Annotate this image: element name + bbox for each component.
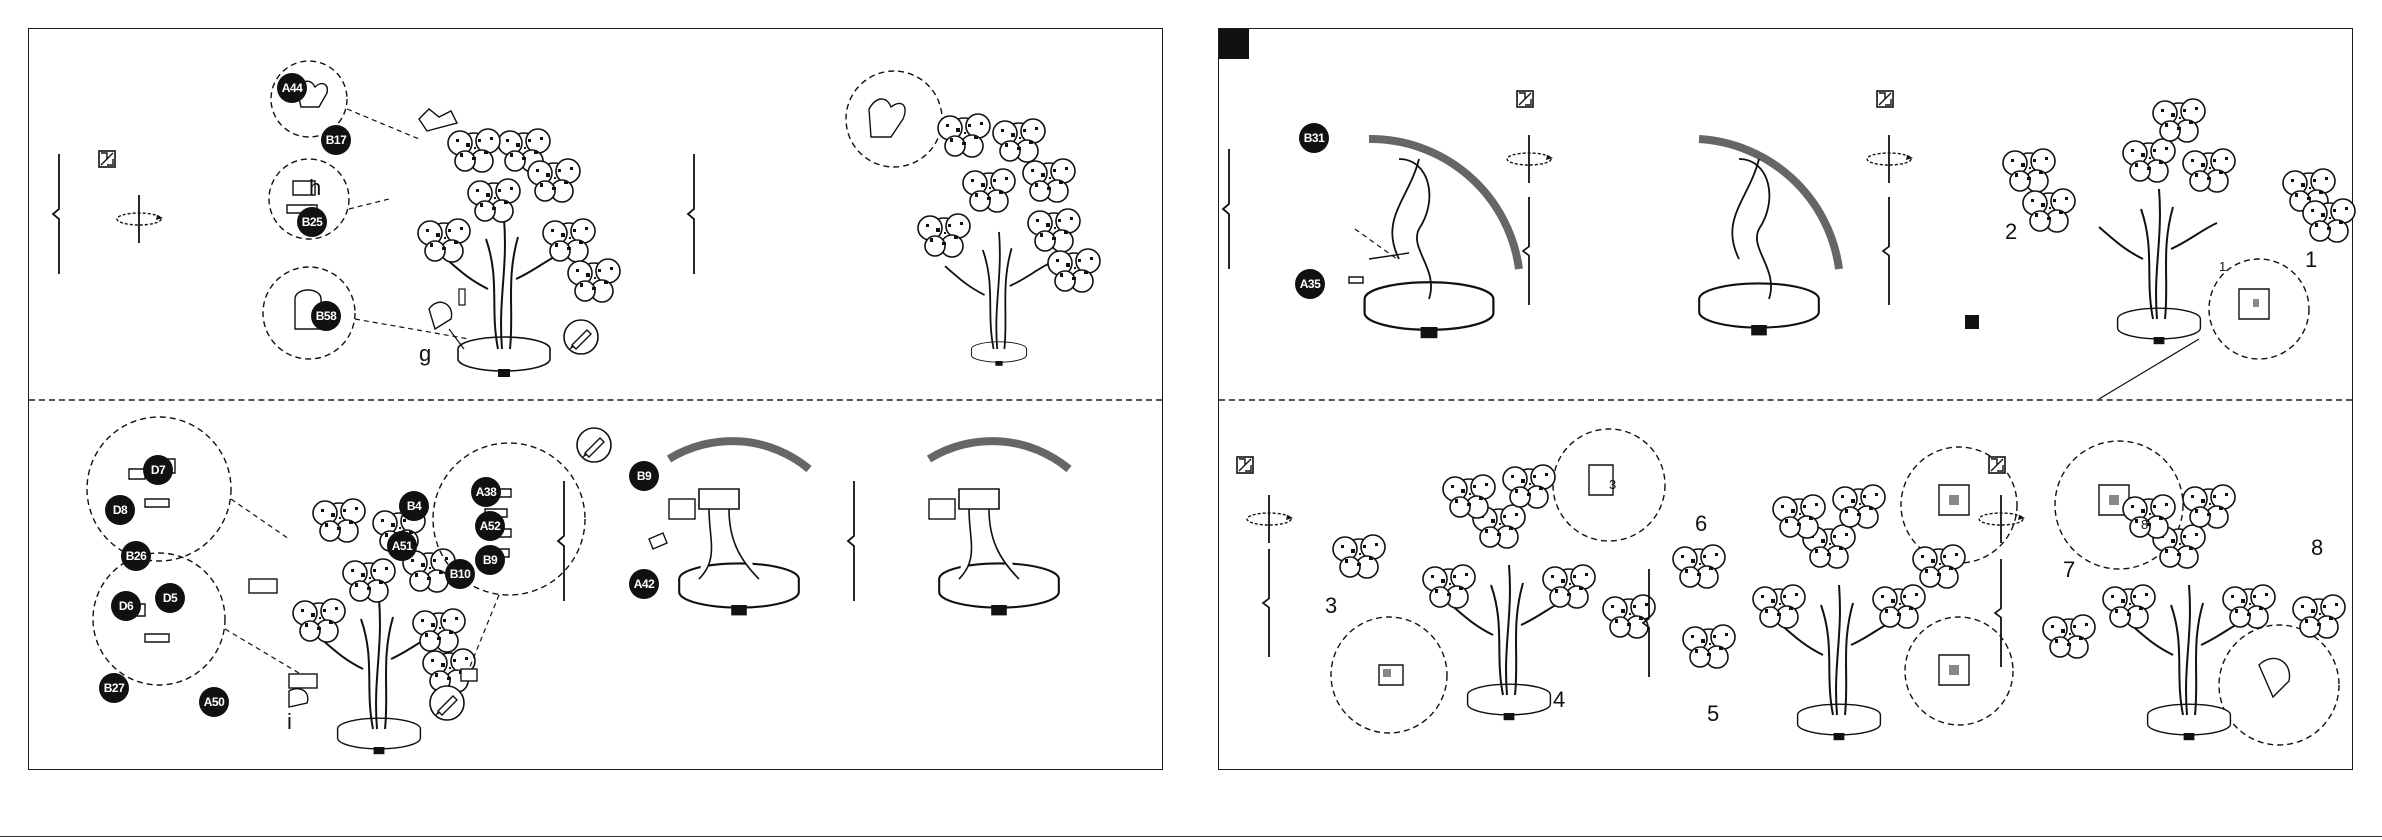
left-brace-icon xyxy=(844,481,864,621)
part-letter-label: h xyxy=(309,175,321,201)
left-brace-icon xyxy=(1259,549,1279,669)
rotate-icon xyxy=(1859,129,1919,189)
part-callout: A38 xyxy=(471,477,501,507)
part-callout: D7 xyxy=(143,455,173,485)
square-tool-icon xyxy=(1517,91,1535,109)
rotate-icon xyxy=(1499,129,1559,189)
left-brace-icon xyxy=(1879,197,1899,317)
left-instruction-page: A44 B17 B25 B58 h g xyxy=(28,28,1163,770)
page-bottom-rule xyxy=(0,836,2382,837)
left-brace-icon xyxy=(1519,197,1539,317)
rotate-icon xyxy=(109,189,169,249)
branch-number-label: 3 xyxy=(1325,593,1337,619)
glue-tool-icon xyxy=(427,683,467,723)
part-callout: B31 xyxy=(1299,123,1329,153)
branch-number-label: 6 xyxy=(1695,511,1707,537)
part-callout: B58 xyxy=(311,301,341,331)
part-callout: B9 xyxy=(629,461,659,491)
left-brace-icon xyxy=(49,154,69,294)
left-brace-icon xyxy=(684,154,704,294)
square-tool-icon xyxy=(1877,91,1895,109)
part-callout: B10 xyxy=(445,559,475,589)
part-callout: B25 xyxy=(297,207,327,237)
branch-number-label: 4 xyxy=(1553,687,1565,713)
step-marker-square xyxy=(1219,29,1249,59)
right-instruction-page: B31 A35 xyxy=(1218,28,2353,770)
tree-result-illustration xyxy=(829,59,1129,379)
part-callout: B17 xyxy=(321,125,351,155)
left-brace-icon xyxy=(554,481,574,621)
square-tool-icon xyxy=(1237,457,1255,475)
left-brace-icon xyxy=(1991,559,2011,679)
section-divider xyxy=(1219,399,2352,401)
branch-number-label: 8 xyxy=(2311,535,2323,561)
detail-number-label: 3 xyxy=(1609,477,1616,492)
square-tool-icon xyxy=(1989,457,2007,475)
left-brace-icon xyxy=(1219,149,1239,289)
part-callout: B9 xyxy=(475,545,505,575)
tree-branch-assembly-illustration xyxy=(1959,69,2349,369)
base-result-illustration xyxy=(889,429,1109,629)
glue-tool-icon xyxy=(574,425,614,465)
branch-number-label: 7 xyxy=(2063,557,2075,583)
section-divider xyxy=(29,399,1162,401)
branch-number-label: 5 xyxy=(1707,701,1719,727)
warning-icon xyxy=(1965,315,1979,329)
part-callout: D5 xyxy=(155,583,185,613)
tree-branch-assembly-illustration xyxy=(1319,425,1659,745)
part-callout: B26 xyxy=(121,541,151,571)
part-callout: A51 xyxy=(387,531,417,561)
part-callout: B4 xyxy=(399,491,429,521)
tree-branch-assembly-illustration xyxy=(2019,425,2349,765)
part-letter-label: i xyxy=(287,709,292,735)
detail-number-label: 8 xyxy=(2141,517,2148,532)
part-callout: A44 xyxy=(277,73,307,103)
square-tool-icon xyxy=(99,151,117,169)
glue-tool-icon xyxy=(561,317,601,357)
part-callout: D8 xyxy=(105,495,135,525)
base-assembly-illustration xyxy=(609,429,849,629)
left-brace-icon xyxy=(1639,569,1659,689)
rotate-icon xyxy=(1239,489,1299,549)
part-callout: A42 xyxy=(629,569,659,599)
base-result-illustration xyxy=(1659,99,1879,319)
part-callout: D6 xyxy=(111,591,141,621)
part-callout: A52 xyxy=(475,511,505,541)
part-callout: A50 xyxy=(199,687,229,717)
detail-number-label: 1 xyxy=(2219,259,2226,274)
branch-number-label: 2 xyxy=(2005,219,2017,245)
part-letter-label: g xyxy=(419,341,431,367)
part-callout: B27 xyxy=(99,673,129,703)
branch-number-label: 1 xyxy=(2305,247,2317,273)
part-callout: A35 xyxy=(1295,269,1325,299)
